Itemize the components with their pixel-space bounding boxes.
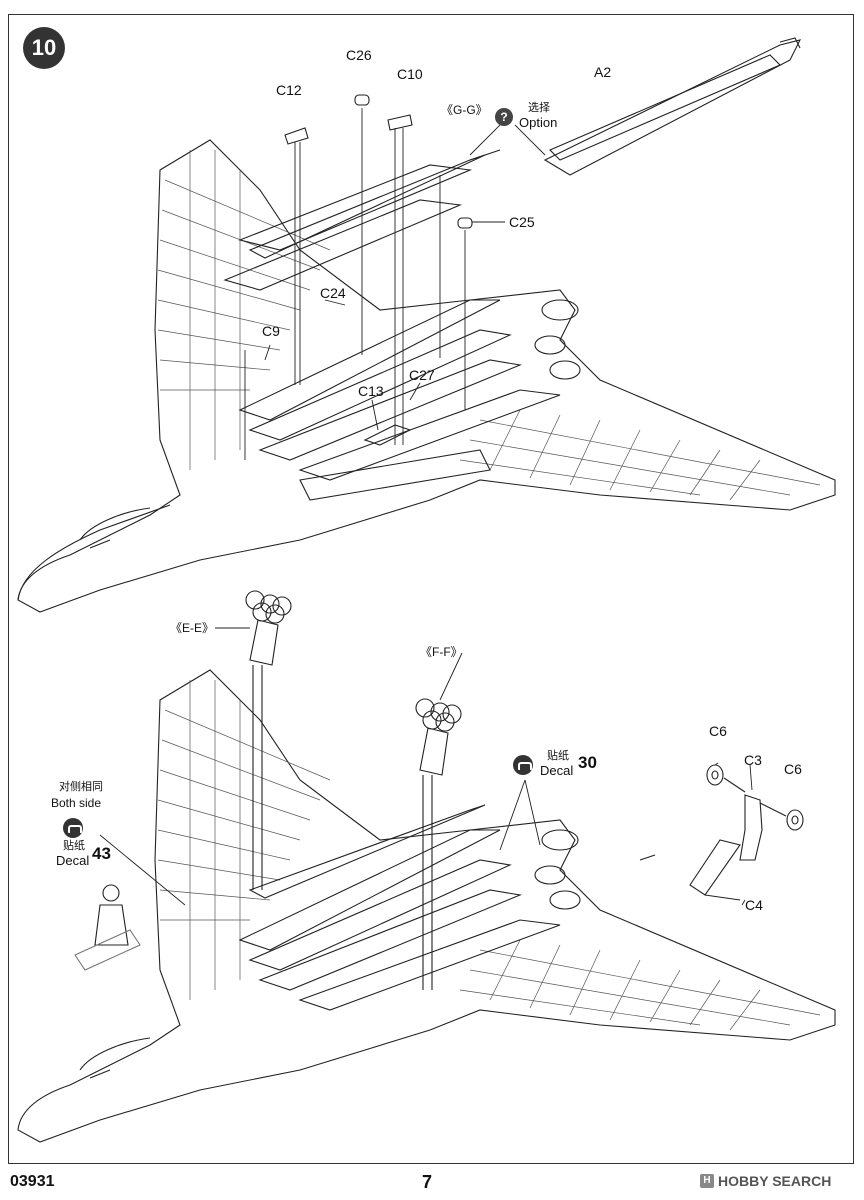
landing-gear-ff bbox=[415, 698, 462, 990]
step-number-badge: 10 bbox=[23, 27, 65, 69]
watermark-logo-icon: H bbox=[700, 1174, 714, 1188]
ground-stand-left bbox=[74, 884, 141, 971]
label-c27: C27 bbox=[409, 367, 435, 383]
page-number: 7 bbox=[422, 1172, 433, 1192]
label-c6-right: C6 bbox=[784, 761, 802, 777]
leader-lines-top bbox=[244, 108, 546, 460]
option-en: Option bbox=[519, 115, 558, 130]
part-a2-drawing bbox=[543, 37, 802, 176]
decal-icon bbox=[63, 818, 83, 838]
label-c6-left: C6 bbox=[709, 723, 727, 739]
label-ff: 《F-F》 bbox=[420, 645, 463, 659]
label-gg: 《G-G》 bbox=[441, 103, 488, 117]
label-c10: C10 bbox=[397, 66, 423, 82]
decal30-zh: 贴纸 bbox=[547, 750, 569, 762]
decal30-number: 30 bbox=[578, 753, 597, 772]
label-c12: C12 bbox=[276, 82, 302, 98]
landing-gear-ee bbox=[245, 590, 292, 890]
decal30-label: Decal bbox=[540, 763, 574, 778]
page-border bbox=[8, 14, 854, 1164]
label-c26: C26 bbox=[346, 47, 372, 63]
small-parts-top bbox=[284, 94, 473, 229]
decal-icon bbox=[513, 755, 533, 775]
label-a2: A2 bbox=[594, 64, 612, 80]
aircraft-bottom-view bbox=[17, 669, 836, 1143]
leader-lines-bottom bbox=[99, 627, 753, 906]
decal43-zh: 贴纸 bbox=[63, 840, 85, 852]
product-code: 03931 bbox=[10, 1173, 55, 1190]
decal43-both-zh: 对侧相同 bbox=[59, 781, 103, 793]
decal43-label: Decal bbox=[56, 853, 90, 868]
label-c13: C13 bbox=[358, 383, 384, 399]
label-ee: 《E-E》 bbox=[170, 621, 215, 635]
question-icon: ? bbox=[495, 108, 513, 126]
label-c25: C25 bbox=[509, 214, 535, 230]
decal43-both-en: Both side bbox=[51, 796, 102, 810]
label-c4: C4 bbox=[745, 897, 763, 913]
label-c3: C3 bbox=[744, 752, 762, 768]
option-zh: 选择 bbox=[528, 102, 550, 114]
parts-c3-c4-c6 bbox=[639, 764, 804, 901]
aircraft-top-view bbox=[17, 139, 836, 613]
watermark-text: HOBBY SEARCH bbox=[718, 1173, 832, 1189]
watermark: H HOBBY SEARCH bbox=[700, 1173, 831, 1189]
label-c9: C9 bbox=[262, 323, 280, 339]
decal43-number: 43 bbox=[92, 844, 111, 863]
label-c24: C24 bbox=[320, 285, 346, 301]
